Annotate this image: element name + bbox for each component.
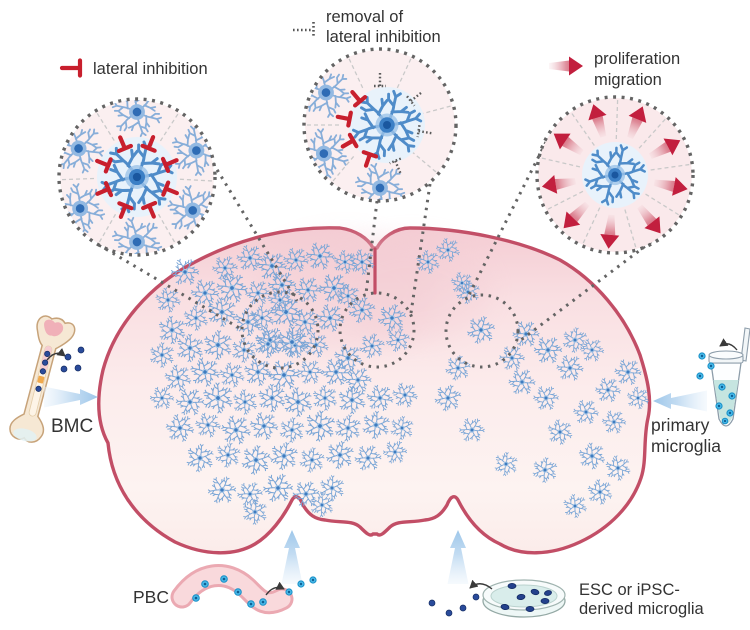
inset-lateral-inhibition (57, 97, 217, 257)
connector-lines (98, 141, 665, 345)
legend-removal: removal of lateral inhibition (293, 8, 441, 46)
legend-lateral-inhibition: lateral inhibition (59, 58, 208, 78)
brain-section (97, 226, 654, 555)
bmc-source: BMC (9, 315, 98, 443)
primary-label: microglia (651, 436, 721, 456)
pbc-label: PBC (133, 587, 169, 607)
zoom-insets (57, 47, 695, 257)
primary-cells (696, 352, 715, 380)
region-circle (338, 291, 416, 369)
legend-label: lateral inhibition (326, 28, 441, 46)
esc-cells (428, 593, 480, 617)
connector-line (409, 183, 432, 314)
vessel-icon (170, 564, 294, 615)
connector-line (516, 230, 665, 345)
curved-arrow-icon (719, 338, 738, 351)
legend-label: lateral inhibition (93, 60, 208, 78)
esc-label: derived microglia (579, 600, 705, 618)
legend-label: proliferation (594, 50, 680, 68)
pbc-source: PBC (133, 530, 317, 615)
beam-arrow-icon (447, 530, 469, 584)
connector-line (211, 162, 299, 302)
bmc-label: BMC (51, 416, 93, 437)
esc-label: ESC or iPSC- (579, 581, 680, 599)
curved-arrow-icon (469, 579, 493, 590)
bone-icon (9, 315, 76, 443)
region-circle (240, 290, 320, 370)
beam-arrow-icon (281, 530, 303, 584)
legend-label: removal of (326, 8, 403, 26)
bmc-cells (60, 346, 85, 373)
t-bar-icon (59, 58, 83, 78)
connector-line (98, 243, 242, 331)
petri-dish-icon (482, 579, 566, 618)
beam-arrow-icon (44, 386, 98, 408)
inset-removal-of-lateral-inhibition (302, 47, 458, 203)
tube-icon (708, 327, 750, 427)
region-circle (444, 293, 520, 369)
inset-proliferation-migration (535, 95, 695, 255)
dashed-t-bar-icon (293, 22, 315, 38)
primary-microglia-source: primary microglia (651, 327, 750, 456)
esc-source: ESC or iPSC- derived microglia (428, 530, 705, 618)
pbc-cells (285, 576, 317, 596)
curved-arrow-icon (46, 347, 66, 361)
curved-arrow-icon (265, 581, 285, 596)
gradient-arrow-icon (549, 56, 583, 76)
primary-label: primary (651, 415, 710, 435)
region-circles (240, 290, 520, 370)
legend-label: migration (594, 71, 662, 89)
legend-proliferation: proliferation migration (549, 50, 680, 89)
beam-arrow-icon (653, 390, 707, 412)
connector-line (466, 141, 548, 298)
